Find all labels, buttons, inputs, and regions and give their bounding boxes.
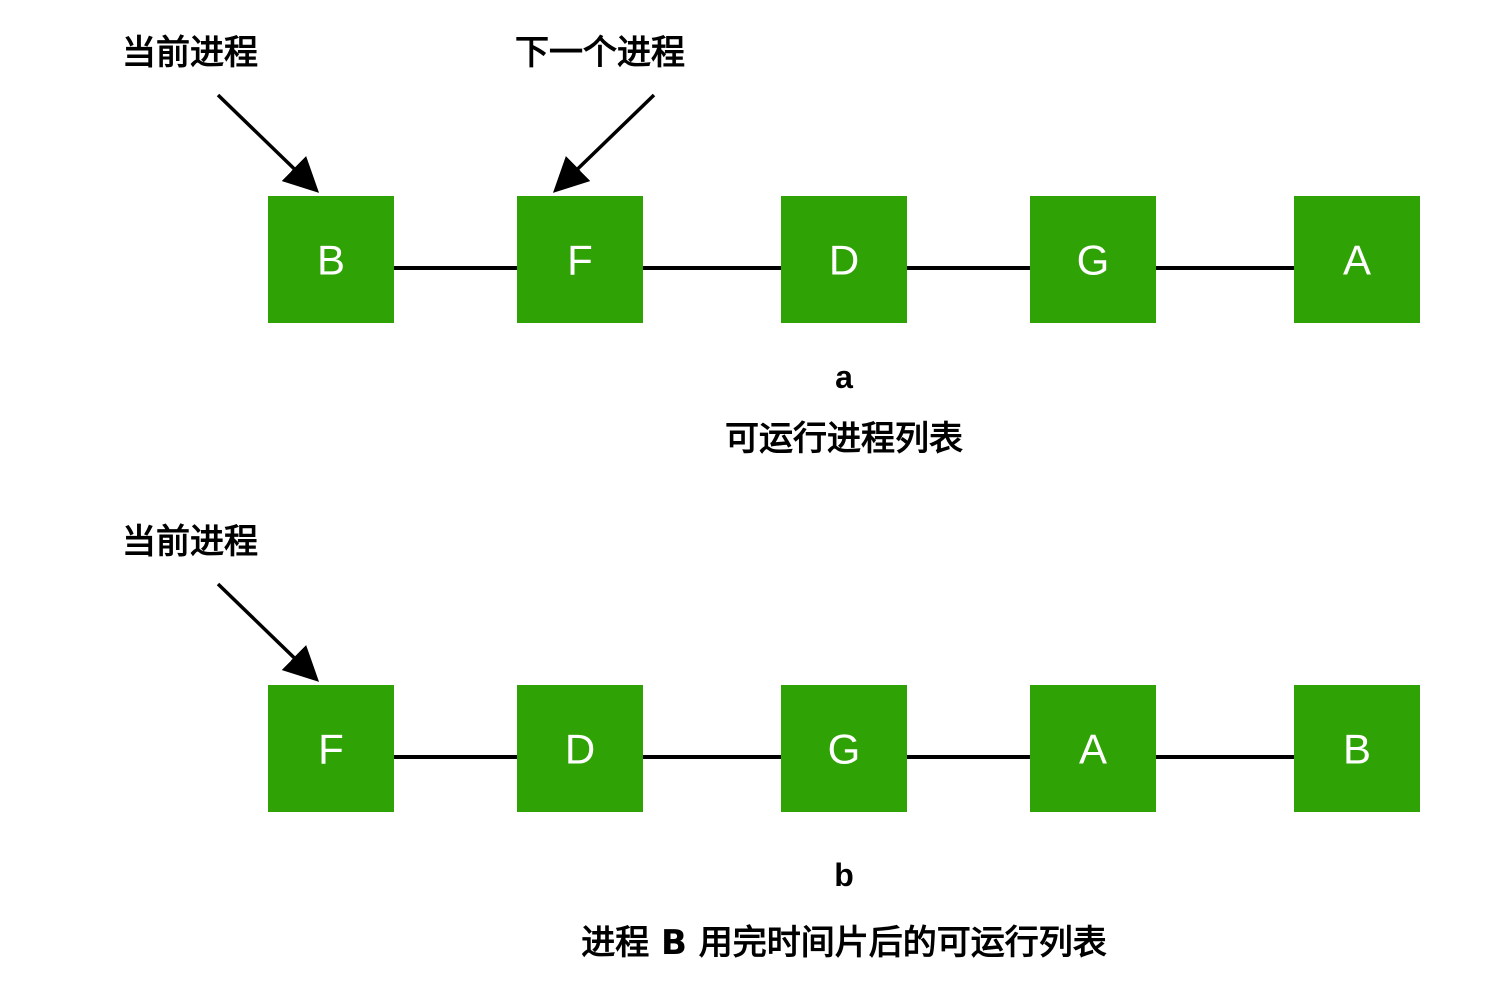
panel-a: B F D G A 当前进程 下一个进程 [122,33,1420,459]
process-node-label: A [1079,726,1107,773]
arrow-icon [216,93,320,193]
process-node: F [517,196,643,323]
process-node: B [268,196,394,323]
process-node: G [781,685,907,812]
process-node: D [781,196,907,323]
current-process-pointer: 当前进程 [122,522,320,682]
run-queue-a: B F D G A [268,196,1420,323]
process-node-label: B [317,237,345,284]
process-node-label: F [567,237,593,284]
next-process-label: 下一个进程 [515,33,685,73]
process-node-label: G [1077,237,1110,284]
process-node: F [268,685,394,812]
panel-caption: 可运行进程列表 [725,419,963,459]
current-process-label: 当前进程 [122,522,258,562]
process-node: A [1030,685,1156,812]
process-node: A [1294,196,1420,323]
current-process-pointer: 当前进程 [122,33,320,193]
process-node-label: B [1343,726,1371,773]
arrow-icon [216,582,320,682]
process-node-label: F [318,726,344,773]
panel-b: F D G A B 当前进程 b 进程 B 用完时间片后的可运 [122,522,1420,963]
process-node-label: A [1343,237,1371,284]
current-process-label: 当前进程 [122,33,258,73]
process-node-label: G [828,726,861,773]
arrow-icon [552,93,656,193]
process-node-label: D [565,726,595,773]
panel-letter: b [834,857,854,893]
process-node: G [1030,196,1156,323]
next-process-pointer: 下一个进程 [515,33,685,193]
panel-caption: 进程 B 用完时间片后的可运行列表 [581,923,1107,963]
process-node: B [1294,685,1420,812]
process-node: D [517,685,643,812]
process-node-label: D [829,237,859,284]
panel-letter: a [835,359,853,395]
run-queue-b: F D G A B [268,685,1420,812]
